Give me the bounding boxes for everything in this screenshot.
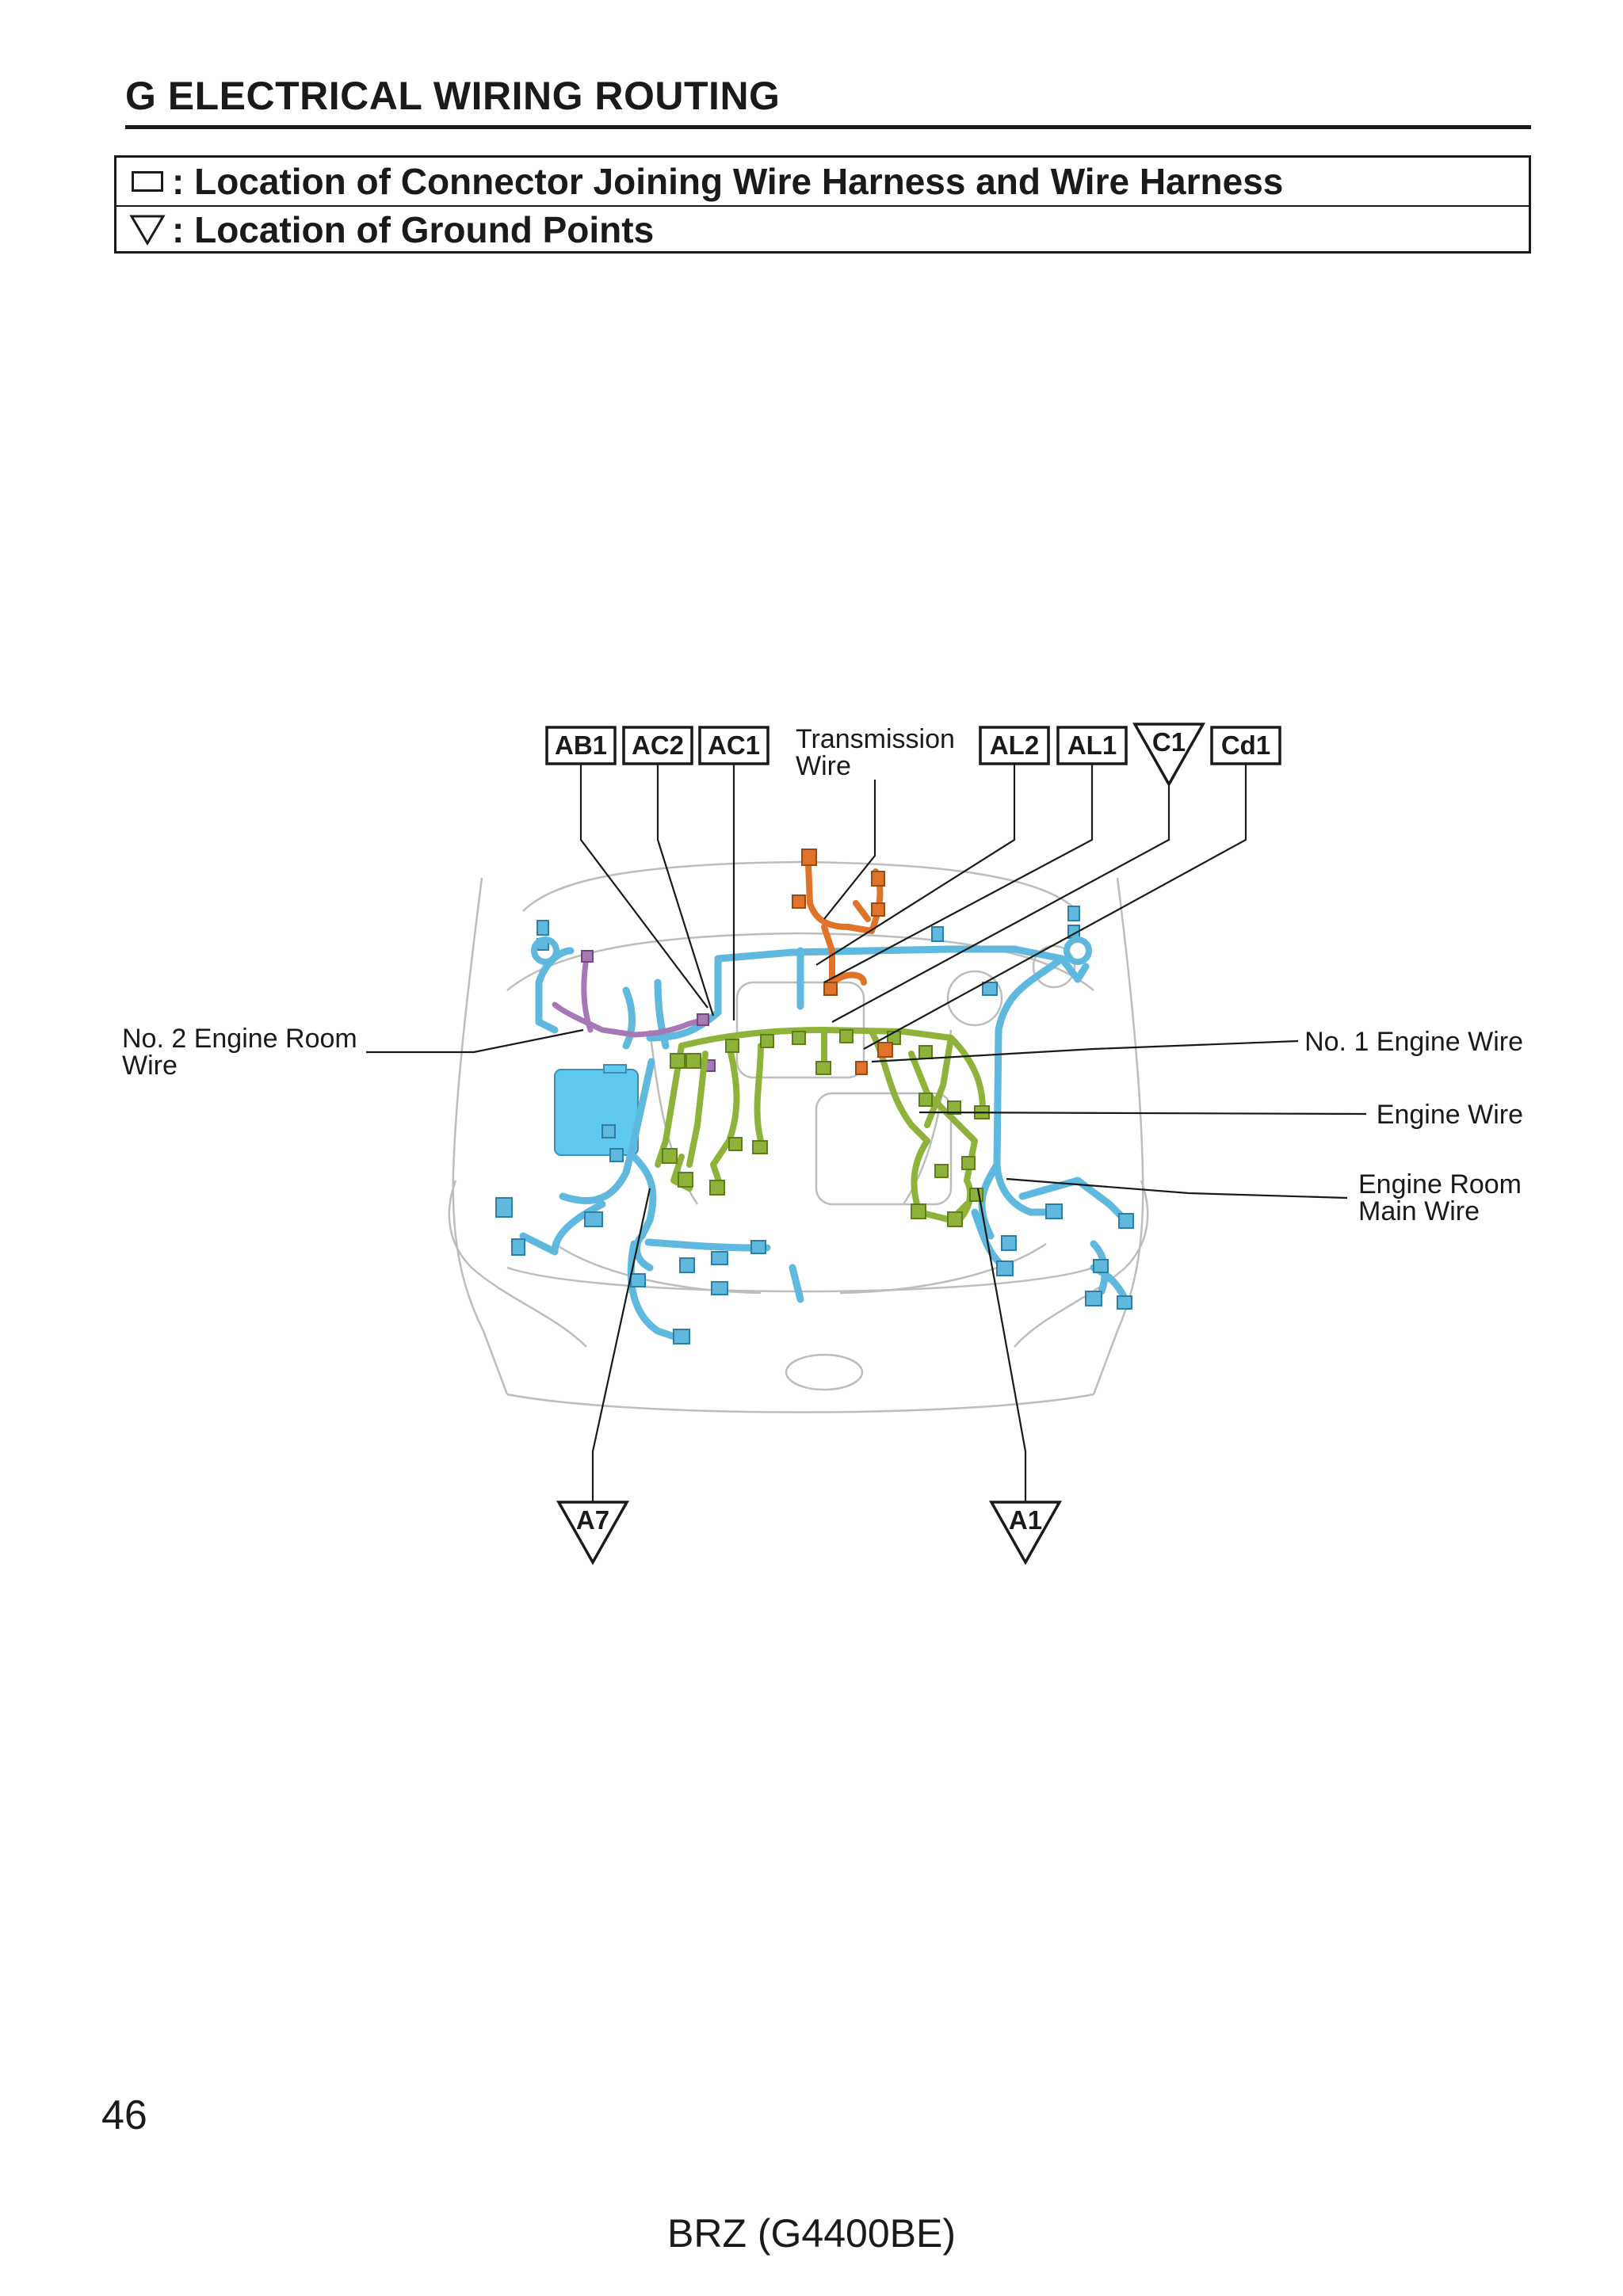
svg-text:AL2: AL2: [990, 730, 1039, 760]
label-engine-room-main-line2: Main Wire: [1358, 1196, 1480, 1226]
triangle-icon: [123, 214, 172, 246]
svg-text:AB1: AB1: [555, 730, 607, 760]
svg-text:AC1: AC1: [708, 730, 760, 760]
car-outline: [448, 860, 1149, 1413]
connector-code-ac1: AC1: [698, 726, 769, 765]
engine-room-main-wire: [519, 945, 1129, 1343]
no2-engine-room-connectors: [581, 950, 716, 1072]
legend-box: : Location of Connector Joining Wire Har…: [114, 155, 1531, 254]
label-no2-engine-room-line2: Wire: [122, 1051, 178, 1081]
connector-code-cd1: Cd1: [1210, 726, 1281, 765]
wire-labels: Transmission Wire No. 2 Engine Room Wire…: [122, 724, 1523, 1226]
label-no1-engine-wire: No. 1 Engine Wire: [1304, 1027, 1523, 1057]
svg-text:A1: A1: [1009, 1505, 1042, 1535]
ground-point-a1: A1: [988, 1501, 1063, 1566]
legend-connector-text: : Location of Connector Joining Wire Har…: [172, 161, 1284, 202]
legend-ground-text: : Location of Ground Points: [172, 209, 655, 250]
connector-code-ab1: AB1: [545, 726, 617, 765]
engine-wire-connectors: [662, 1029, 990, 1227]
connector-code-al2: AL2: [979, 726, 1050, 765]
page-number: 46: [101, 2092, 147, 2138]
connector-code-ac2: AC2: [622, 726, 693, 765]
connector-code-al1: AL1: [1056, 726, 1128, 765]
label-no2-engine-room-line1: No. 2 Engine Room: [122, 1024, 357, 1054]
transmission-connectors: [792, 849, 893, 1075]
page-title: G ELECTRICAL WIRING ROUTING: [125, 74, 781, 118]
battery: [554, 1064, 639, 1156]
ground-point-a7: A7: [556, 1501, 630, 1566]
svg-text:Cd1: Cd1: [1221, 730, 1270, 760]
rectangle-icon: [123, 171, 172, 192]
label-transmission-line1: Transmission: [796, 724, 955, 754]
ground-triangles: C1 A7 A1: [556, 723, 1206, 1566]
connector-code-boxes: AB1 AC2 AC1 AL2 AL1 Cd1: [545, 726, 1281, 765]
svg-text:AC2: AC2: [632, 730, 684, 760]
legend-row-connector: : Location of Connector Joining Wire Har…: [116, 158, 1529, 207]
engine-room-main-connectors: [495, 906, 1134, 1344]
transmission-wire: [805, 860, 884, 986]
label-engine-room-main-line1: Engine Room: [1358, 1169, 1522, 1199]
legend-row-ground: : Location of Ground Points: [116, 206, 1529, 254]
ground-point-c1: C1: [1132, 723, 1206, 788]
svg-text:C1: C1: [1152, 727, 1186, 757]
title-rule: [125, 125, 1531, 129]
svg-text:AL1: AL1: [1067, 730, 1117, 760]
label-engine-wire: Engine Wire: [1377, 1100, 1523, 1130]
label-transmission-line2: Wire: [796, 751, 851, 781]
leader-lines: [366, 764, 1367, 1512]
footer-model-code: BRZ (G4400BE): [666, 2211, 956, 2256]
svg-text:A7: A7: [576, 1505, 609, 1535]
